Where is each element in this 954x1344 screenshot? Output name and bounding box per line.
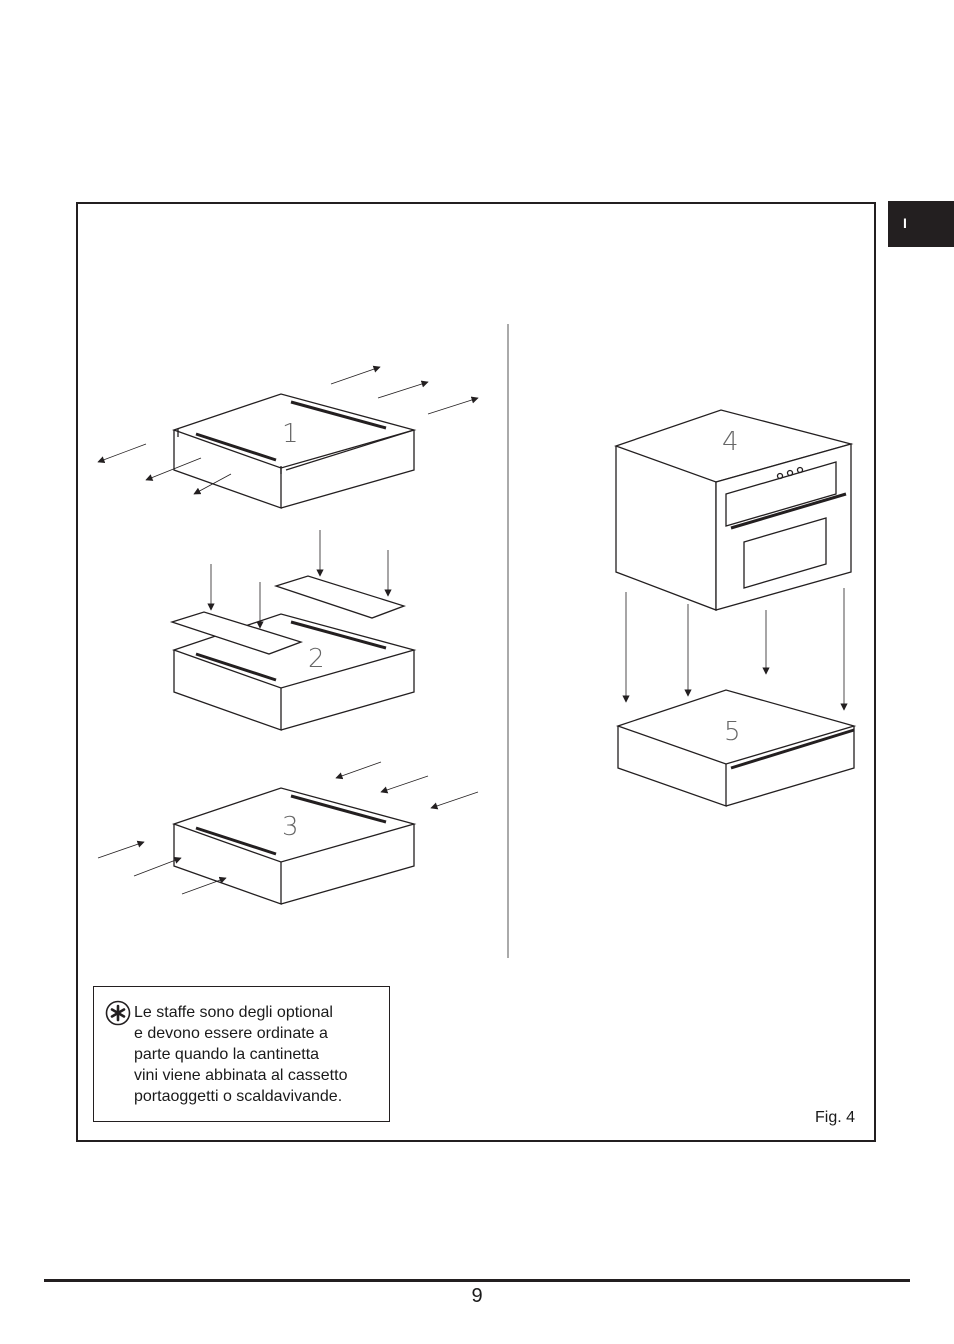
footer-rule xyxy=(44,1279,910,1282)
note-line: portaoggetti o scaldavivande. xyxy=(134,1088,343,1105)
step-3-drawer xyxy=(172,787,417,905)
step-1-arrows xyxy=(97,365,479,495)
step-2-drawer xyxy=(169,575,417,731)
note-line: Le staffe sono degli optional xyxy=(134,1004,333,1021)
step-2-arrows xyxy=(207,530,392,629)
step-4-appliance xyxy=(614,409,854,611)
note-line: e devono essere ordinate a xyxy=(134,1025,328,1042)
note-line: parte quando la cantinetta xyxy=(134,1046,320,1063)
language-tab: I xyxy=(888,201,954,247)
note-text: Le staffe sono degli optional e devono e… xyxy=(134,1002,384,1107)
asterisk-circle-icon xyxy=(105,1000,131,1026)
step-5-drawer xyxy=(615,689,857,807)
step-3-arrows xyxy=(97,761,479,895)
step-1-number: 1 xyxy=(282,419,299,449)
figure-frame xyxy=(76,202,876,1142)
note-line: vini viene abbinata al cassetto xyxy=(134,1067,348,1084)
step-4-arrows xyxy=(622,588,848,711)
step-5-number: 5 xyxy=(724,717,741,747)
note-box xyxy=(93,986,390,1122)
figure-label: Fig. 4 xyxy=(815,1109,856,1126)
step-4-number: 4 xyxy=(722,427,739,457)
page-number: 9 xyxy=(471,1285,483,1307)
step-2-number: 2 xyxy=(308,644,325,674)
installation-illustration: 1 2 3 4 5 xyxy=(97,324,857,958)
step-3-number: 3 xyxy=(282,812,299,842)
step-1-drawer xyxy=(172,393,417,509)
